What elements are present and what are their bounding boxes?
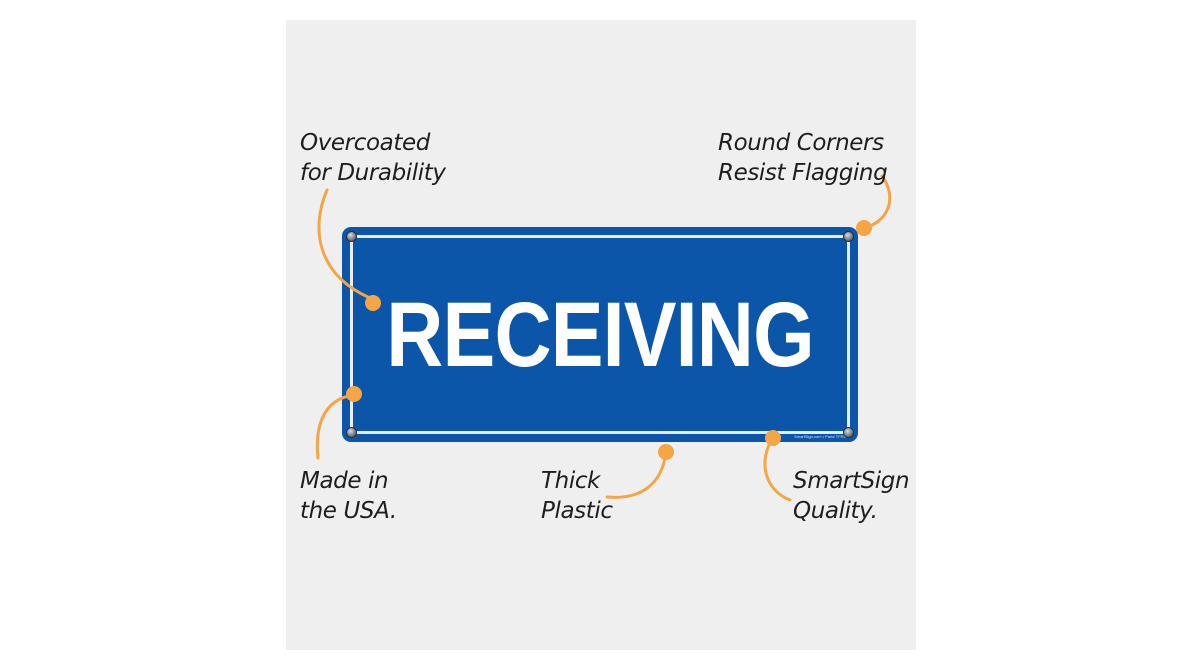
leader-line-overcoated	[317, 188, 372, 300]
leader-line-smartsign-quality	[763, 436, 792, 502]
leader-line-thick-plastic	[605, 450, 668, 499]
callout-thick-plastic-line2: Plastic	[541, 498, 613, 524]
callout-overcoated-line2: for Durability	[300, 160, 446, 186]
screw-icon	[843, 231, 854, 242]
callout-thick-plastic-line1: Thick	[541, 468, 600, 494]
callout-made-in-usa: Made in the USA.	[300, 466, 397, 526]
leader-line-made-in-usa	[315, 393, 355, 460]
callout-made-in-usa-line2: the USA.	[300, 498, 397, 524]
callout-dot-overcoated	[365, 295, 381, 311]
sign-text: RECEIVING	[386, 284, 814, 386]
callout-dot-made-in-usa	[346, 386, 362, 402]
callout-overcoated-line1: Overcoated	[300, 130, 430, 156]
callout-dot-thick-plastic	[658, 444, 674, 460]
callout-dot-smartsign-quality	[765, 430, 781, 446]
callout-made-in-usa-line1: Made in	[300, 468, 389, 494]
callout-smartsign-quality-line1: SmartSign	[793, 468, 910, 494]
sign-fineprint: SmartSign.com • Part# TPRL	[794, 434, 846, 439]
callout-smartsign-quality: SmartSign Quality.	[793, 466, 910, 526]
callout-smartsign-quality-line2: Quality.	[793, 498, 878, 524]
sign-inner-border	[350, 235, 850, 434]
screw-icon	[843, 427, 854, 438]
callout-round-corners: Round Corners Resist Flagging	[718, 128, 888, 188]
screw-icon	[346, 231, 357, 242]
screw-icon	[346, 427, 357, 438]
callout-overcoated: Overcoated for Durability	[300, 128, 446, 188]
callout-dot-round-corners	[856, 220, 872, 236]
callout-thick-plastic: Thick Plastic	[541, 466, 613, 526]
receiving-sign: RECEIVING SmartSign.com • Part# TPRL	[342, 227, 858, 442]
callout-round-corners-line1: Round Corners	[718, 130, 884, 156]
callout-round-corners-line2: Resist Flagging	[718, 160, 888, 186]
